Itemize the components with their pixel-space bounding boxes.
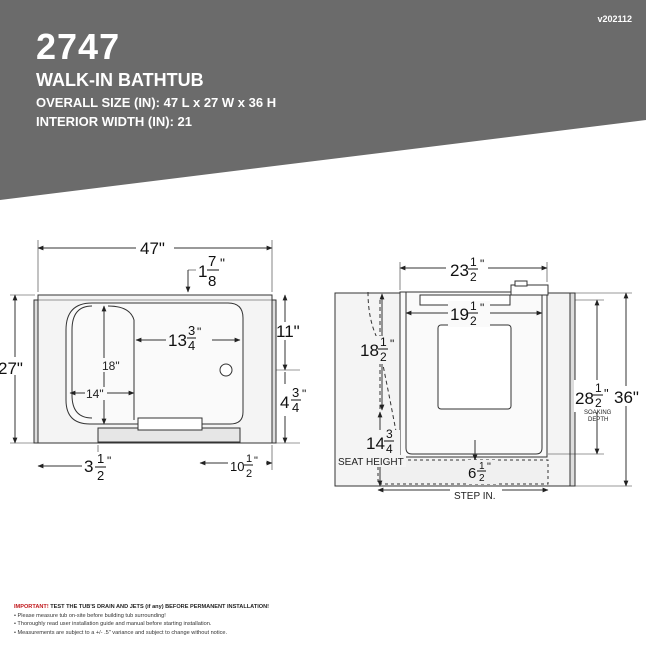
depth-mark: " (17, 359, 23, 378)
drain-height-den: 4 (292, 400, 299, 415)
bottom-left-den: 2 (97, 468, 104, 483)
side-view-labels: 47" 27" 1 7 8 " 13 3 4 " 18" 14" 11" 4 3… (0, 239, 314, 484)
step-in-label: STEP IN. (454, 491, 496, 502)
seat-h-num: 3 (386, 427, 393, 441)
depth-whole: 27 (0, 359, 17, 378)
bottom-right-mark: " (254, 455, 258, 467)
inner-width-den: 2 (470, 314, 477, 328)
step-whole: 6 (468, 465, 476, 482)
side-door-curve (71, 305, 93, 419)
seat-front-label: 14" (86, 387, 104, 401)
model-number: 2747 (36, 26, 121, 67)
drain-height-num: 3 (292, 385, 299, 400)
installation-notes: IMPORTANT! TEST THE TUB'S DRAIN AND JETS… (14, 603, 269, 637)
note-line-1: • Please measure tub on-site before buil… (14, 612, 166, 619)
side-cap-left (33, 299, 39, 444)
seat-depth-whole: 18 (360, 341, 379, 360)
important-label: IMPORTANT! (14, 604, 49, 610)
bottom-right-den: 2 (246, 468, 252, 480)
seat-gap-whole: 13 (168, 331, 187, 350)
bottom-right-num: 1 (246, 453, 252, 465)
important-text: TEST THE TUB'S DRAIN AND JETS (if any) B… (48, 604, 270, 610)
length-mark: " (159, 239, 165, 258)
side-tub-interior (65, 302, 244, 425)
side-drain (219, 363, 233, 377)
height-whole: 36 (614, 388, 633, 407)
step-num: 1 (479, 461, 485, 472)
seat-depth-den: 2 (380, 350, 387, 364)
important-line: IMPORTANT! TEST THE TUB'S DRAIN AND JETS… (14, 603, 269, 612)
front-faucet (510, 284, 549, 296)
overall-size: OVERALL SIZE (IN): 47 L x 27 W x 36 H (36, 95, 277, 110)
note-line-3: • Measurements are subject to a +/- .5" … (14, 629, 228, 636)
front-width-mark: " (480, 257, 484, 271)
soak-den: 2 (595, 396, 602, 410)
soak-num: 1 (595, 381, 602, 395)
side-view (10, 240, 300, 472)
version-code: v202112 (597, 14, 632, 24)
height-mark: " (633, 388, 639, 407)
soaking-label-2: DEPTH (588, 417, 608, 423)
header-banner (0, 0, 646, 200)
product-type: WALK-IN BATHTUB (36, 70, 204, 90)
svg-text:27": 27" (0, 359, 23, 378)
inner-width-whole: 19 (450, 305, 469, 324)
length-whole: 47 (140, 239, 159, 258)
bottom-left-mark: " (107, 454, 111, 468)
side-step-rail (137, 417, 203, 431)
seat-h-whole: 14 (366, 434, 385, 453)
front-width-whole: 23 (450, 261, 469, 280)
drain-height-mark: " (302, 387, 306, 401)
note-line-2: • Thoroughly read user installation guid… (14, 621, 212, 627)
seat-gap-den: 4 (188, 338, 195, 353)
front-view (334, 262, 632, 493)
seat-gap-mark: " (197, 325, 201, 339)
step-mark: " (487, 461, 491, 473)
front-width-num: 1 (470, 255, 477, 269)
svg-text:11": 11" (276, 322, 300, 341)
bottom-left-num: 1 (97, 451, 104, 466)
seat-gap-num: 3 (188, 323, 195, 338)
bottom-right-whole: 10 (230, 459, 244, 474)
side-seat-back (107, 305, 135, 420)
seat-height-label: SEAT HEIGHT (338, 457, 404, 468)
seat-depth-num: 1 (380, 335, 387, 349)
drain-offset-mark: " (220, 255, 225, 271)
right-top-whole: 11 (276, 322, 294, 341)
step-den: 2 (479, 473, 485, 484)
front-seat-panel (437, 324, 512, 410)
bottom-left-whole: 3 (84, 457, 93, 476)
front-inner-wall (405, 292, 543, 455)
front-view-labels: 23 1 2 " 19 1 2 " 18 1 2 " 28 1 2 " SOAK… (336, 255, 646, 502)
interior-width: INTERIOR WIDTH (IN): 21 (36, 114, 192, 129)
right-top-mark: " (294, 322, 300, 341)
front-step-base (377, 459, 549, 485)
soaking-label-1: SOAKING (584, 410, 612, 416)
front-width-den: 2 (470, 270, 477, 284)
seat-height-label: 18" (102, 359, 120, 373)
svg-text:36": 36" (614, 388, 639, 407)
inner-width-mark: " (480, 301, 484, 315)
drain-height-whole: 4 (280, 393, 289, 412)
drain-offset-whole: 1 (198, 262, 207, 281)
inner-width-num: 1 (470, 299, 477, 313)
soak-whole: 28 (575, 389, 594, 408)
banner-shape (0, 0, 646, 200)
seat-depth-mark: " (390, 337, 394, 351)
soak-mark: " (604, 386, 609, 401)
front-faucet-cap (514, 280, 528, 287)
svg-text:47": 47" (140, 239, 165, 258)
side-cap-right (271, 299, 277, 444)
drain-offset-num: 7 (208, 253, 216, 270)
seat-h-den: 4 (386, 442, 393, 456)
drain-offset-den: 8 (208, 273, 216, 290)
